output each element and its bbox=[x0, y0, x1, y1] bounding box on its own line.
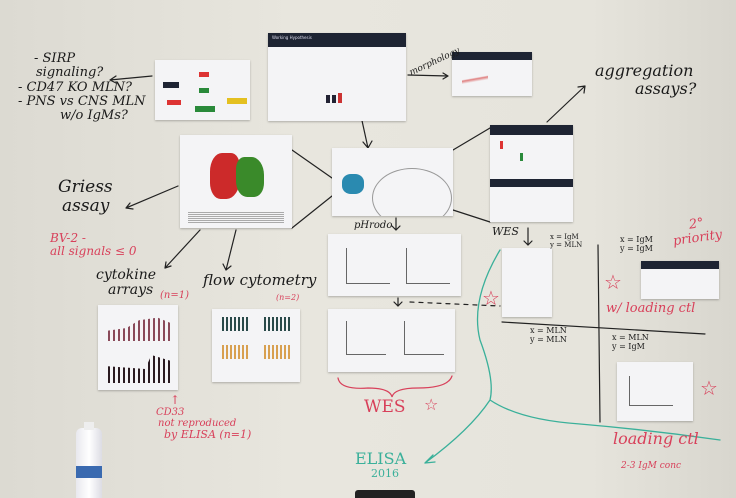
arrow-flow bbox=[222, 229, 237, 271]
note-aggregation-line: aggregation bbox=[595, 61, 694, 80]
arrow-phrodo bbox=[391, 217, 401, 231]
note-sirp-line: - PNS vs CNS MLN bbox=[18, 93, 146, 109]
arrow-morphology bbox=[407, 72, 449, 80]
note-wes-top: WES bbox=[492, 225, 519, 238]
note-loading: loading ctl bbox=[613, 429, 699, 448]
note-phrodo: pHrodo bbox=[354, 220, 393, 231]
arrow-wes bbox=[393, 297, 403, 307]
note-q2-line: x = IgM bbox=[620, 235, 653, 244]
note-cd33-line: CD33 bbox=[156, 407, 185, 419]
star-icon: ☆ bbox=[482, 286, 500, 310]
note-sirp: - SIRP signaling? - CD47 KO MLN? - PNS v… bbox=[18, 51, 146, 124]
note-bv2-line: BV-2 - bbox=[50, 231, 86, 245]
note-conc: 2-3 IgM conc bbox=[621, 461, 682, 471]
star-icon: ☆ bbox=[604, 270, 622, 294]
note-q2-line: y = IgM bbox=[620, 243, 653, 253]
note-bv2-line: all signals ≤ 0 bbox=[50, 244, 137, 259]
note-sirp-line: - SIRP bbox=[34, 51, 76, 66]
paper-wes-small bbox=[502, 248, 552, 317]
arrow-griess bbox=[125, 185, 179, 210]
paper-cytokine-arrays bbox=[98, 305, 178, 390]
note-loading-w: w/ loading ctl bbox=[606, 301, 696, 316]
note-q4-line: y = IgM bbox=[612, 341, 645, 351]
paper-slides-right bbox=[490, 125, 573, 222]
paper-priority-plots bbox=[641, 261, 719, 299]
connector-lines bbox=[291, 127, 491, 229]
note-cd33-line: not reproduced bbox=[158, 418, 237, 430]
arrow-wes-right bbox=[523, 227, 533, 246]
paper-working-hypothesis: Working Hypothesis bbox=[268, 33, 406, 121]
brace bbox=[337, 375, 453, 398]
note-aggregation-line: assays? bbox=[635, 78, 697, 98]
note-flow: flow cytometry bbox=[203, 271, 317, 289]
arrow-to-sirp bbox=[109, 75, 153, 84]
note-elisa-line: 2016 bbox=[371, 466, 399, 480]
note-cytokine-n: (n=1) bbox=[160, 290, 189, 301]
note-cytokine-line: cytokine bbox=[96, 267, 157, 283]
teal-curve bbox=[424, 249, 721, 464]
dashed-line bbox=[409, 301, 501, 307]
note-q3-line: x = MLN bbox=[530, 326, 567, 335]
note-flow-n: (n=2) bbox=[276, 293, 300, 302]
note-wes-bottom: WES bbox=[364, 397, 406, 417]
note-sirp-line: - CD47 KO MLN? bbox=[18, 79, 133, 95]
note-bv2: BV-2 -all signals ≤ 0 bbox=[50, 231, 137, 259]
note-cd33-line: by ELISA (n=1) bbox=[164, 428, 252, 442]
note-cytokine-line: arrays bbox=[108, 282, 154, 299]
arrow-up-icon: ↑ bbox=[170, 393, 181, 407]
eraser bbox=[355, 490, 415, 498]
note-q1-line: x = IgM bbox=[550, 233, 579, 241]
note-q4-line: x = MLN bbox=[612, 333, 649, 342]
note-q3-line: y = MLN bbox=[530, 334, 567, 344]
star-icon: ☆ bbox=[424, 395, 439, 414]
note-sirp-line: w/o IgMs? bbox=[60, 108, 128, 124]
note-griess-line: Griess bbox=[58, 177, 113, 197]
hypothesis-title: Working Hypothesis bbox=[268, 33, 406, 47]
star-icon: ☆ bbox=[700, 376, 718, 400]
paper-wes-plots bbox=[328, 309, 455, 372]
note-cd33: ↑ CD33 not reproduced by ELISA (n=1) bbox=[156, 393, 252, 442]
paper-griess-figure bbox=[180, 135, 292, 228]
paper-signaling-diagram bbox=[155, 60, 250, 120]
paper-phagocytosis-diagram bbox=[332, 148, 453, 216]
paper-flow-cytometry bbox=[212, 309, 300, 382]
spray-bottle bbox=[76, 422, 102, 498]
note-griess-line: assay bbox=[62, 195, 110, 216]
paper-phrodo-plots bbox=[328, 234, 461, 296]
note-sirp-line: signaling? bbox=[36, 65, 104, 81]
paper-morphology-plots bbox=[452, 52, 532, 96]
quadrant-lines bbox=[501, 244, 706, 423]
note-q1-line: y = MLN bbox=[550, 240, 583, 249]
arrow-cytokine bbox=[164, 229, 201, 269]
paper-loading-ctl-plot bbox=[617, 362, 693, 421]
note-elisa-line: ELISA bbox=[355, 449, 407, 468]
arrow-aggregation bbox=[546, 85, 586, 123]
